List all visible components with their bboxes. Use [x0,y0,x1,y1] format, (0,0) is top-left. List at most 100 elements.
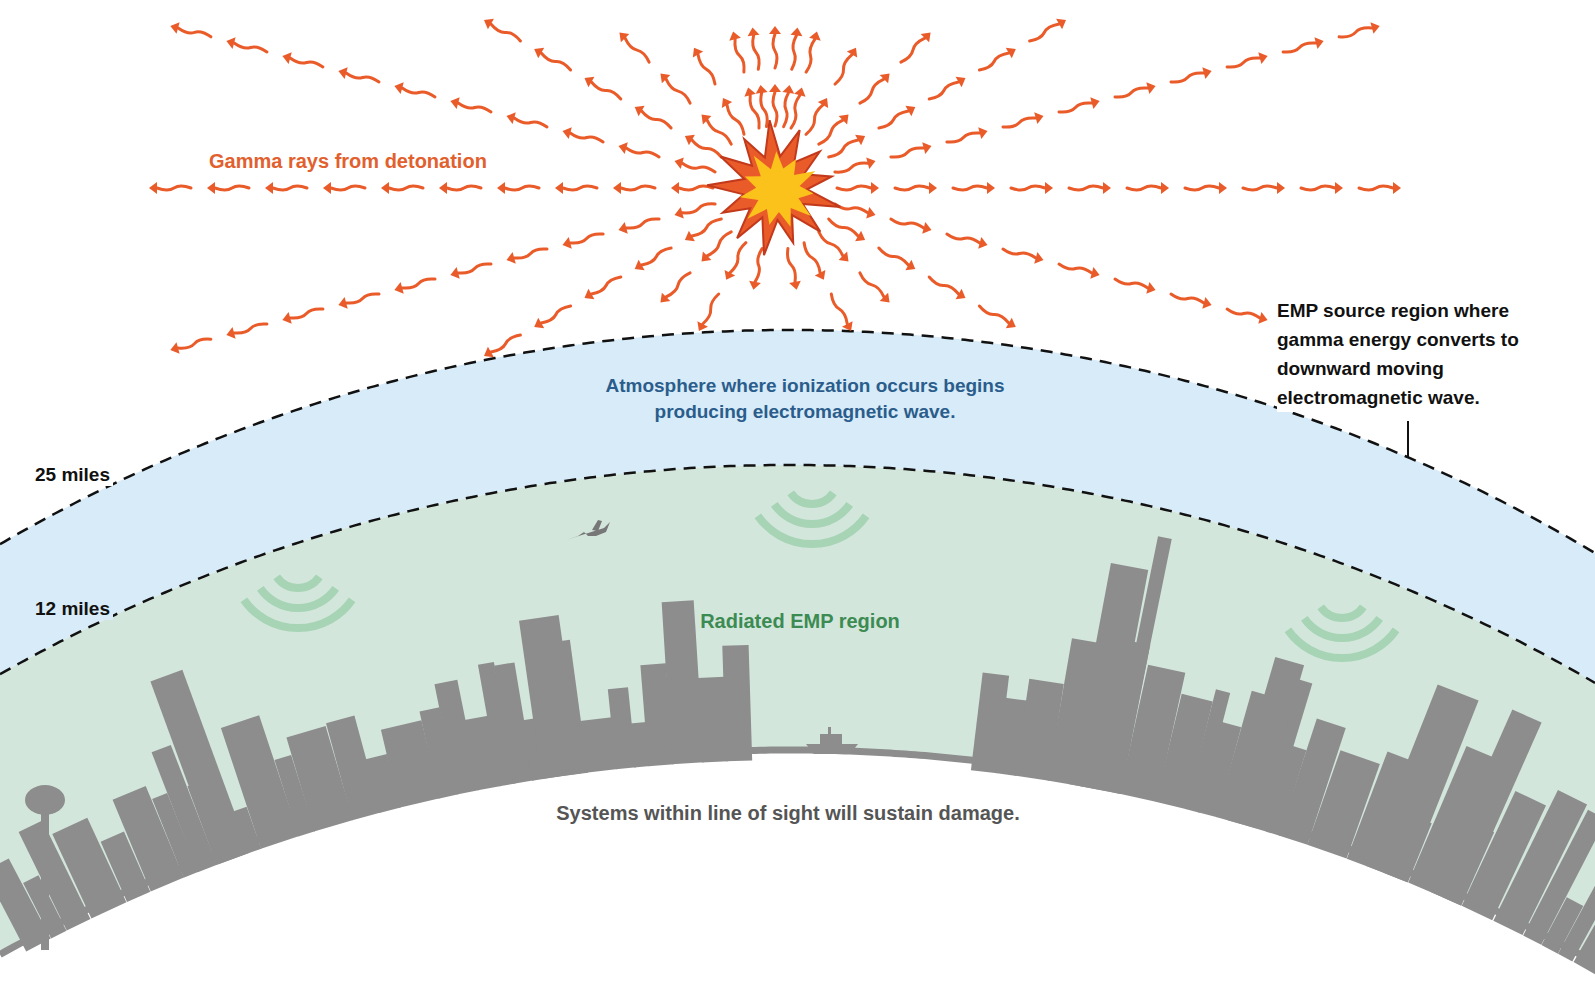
ray-arrowhead [839,252,849,262]
ray-segment [953,186,987,190]
ray-arrowhead [1006,318,1016,328]
ray-arrowhead [978,127,987,139]
ray-segment [682,163,715,172]
ray-segment [829,140,858,157]
wave-symbol [758,493,866,544]
ray-segment [837,186,871,190]
ray-segment [541,53,570,70]
ray-segment [979,53,1008,70]
ray-arrowhead [756,85,768,94]
ray-segment [215,186,249,190]
ray-arrowhead [394,282,403,294]
ray-arrowhead [226,37,235,49]
ray-arrowhead [1314,37,1323,49]
explosion-core [740,151,816,227]
ray-segment [541,306,570,323]
ray-segment [1283,43,1316,52]
ray-segment [1171,73,1204,82]
ray-segment [1127,186,1161,190]
ray-arrowhead [905,106,915,116]
ray-arrowhead [1034,252,1043,264]
ray-arrowhead [922,142,931,154]
ray-segment [891,219,924,228]
ray-segment [735,39,744,72]
ray-arrowhead [1103,182,1111,194]
ray-segment [835,163,868,172]
ray-arrowhead [748,28,760,37]
ray-segment [491,24,521,41]
ray-arrowhead [866,207,875,219]
ray-arrowhead [702,115,712,125]
ray-arrowhead [1277,182,1285,194]
ray-segment [626,219,659,228]
ray-segment [346,73,379,82]
ray-arrowhead [338,297,347,309]
ray-arrowhead [729,32,741,41]
ray-segment [730,243,746,273]
ray-arrowhead [697,321,708,331]
ray-segment [234,324,267,333]
ray-arrowhead [1219,182,1227,194]
ray-arrowhead [794,88,806,97]
altitude-label: 12 miles [32,598,113,620]
ray-segment [829,219,858,236]
ray-segment [1003,118,1036,127]
ray-arrowhead [987,182,995,194]
ray-segment [703,294,719,324]
ray-segment [591,277,620,294]
ray-arrowhead [722,98,732,108]
altitude-arc [0,465,1595,683]
wave-symbol [244,577,352,628]
ray-segment [157,186,191,190]
ray-arrowhead [534,48,544,58]
ray-segment [402,88,435,97]
ray-segment [1301,186,1335,190]
ray-arrowhead [855,231,865,241]
ray-segment [1003,249,1036,258]
ray-arrowhead [1006,48,1016,58]
ray-arrowhead [921,32,931,42]
ray-segment [642,248,672,265]
ray-segment [755,249,762,282]
ray-arrowhead [619,142,628,154]
ray-segment [860,79,884,103]
ray-arrowhead [815,270,826,280]
ray-arrowhead [555,182,563,194]
ray-arrowhead [1045,182,1053,194]
ray-segment [1185,186,1219,190]
ray-arrowhead [323,182,331,194]
ray-arrowhead [534,318,544,328]
ray-arrowhead [1090,97,1099,109]
ray-segment [389,186,423,190]
ray-arrowhead [619,222,628,234]
ray-arrowhead [484,347,494,357]
ray-arrowhead [839,115,849,125]
ray-segment [290,309,323,318]
boat [806,727,858,754]
building [1228,657,1304,829]
ray-arrowhead [809,32,821,41]
ray-arrowhead [855,135,865,145]
ray-segment [514,118,547,127]
ray-arrowhead [585,77,595,87]
ray-segment [1059,103,1092,112]
ray-segment [819,232,843,256]
ray-segment [642,111,672,128]
ray-segment [727,105,744,134]
ray-arrowhead [956,77,966,87]
ray-segment [1030,24,1060,41]
ray-segment [491,335,521,352]
ray-segment [947,133,980,142]
ray-segment [331,186,365,190]
ray-segment [290,58,323,67]
ray-segment [1115,279,1148,288]
ray-arrowhead [905,260,915,270]
region-label: Radiated EMP region [600,608,1000,634]
ray-segment [879,248,909,265]
building [722,645,752,761]
ray-arrowhead [170,342,179,354]
city-skyline [0,536,1595,980]
ray-segment [591,82,620,99]
ray-segment [234,43,267,52]
ray-arrowhead [685,231,695,241]
